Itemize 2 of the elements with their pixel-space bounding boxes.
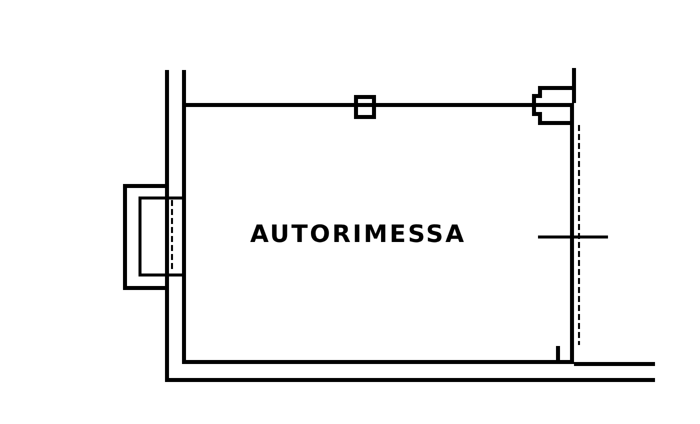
room-label: AUTORIMESSA xyxy=(250,220,466,248)
garage-room xyxy=(182,103,574,364)
